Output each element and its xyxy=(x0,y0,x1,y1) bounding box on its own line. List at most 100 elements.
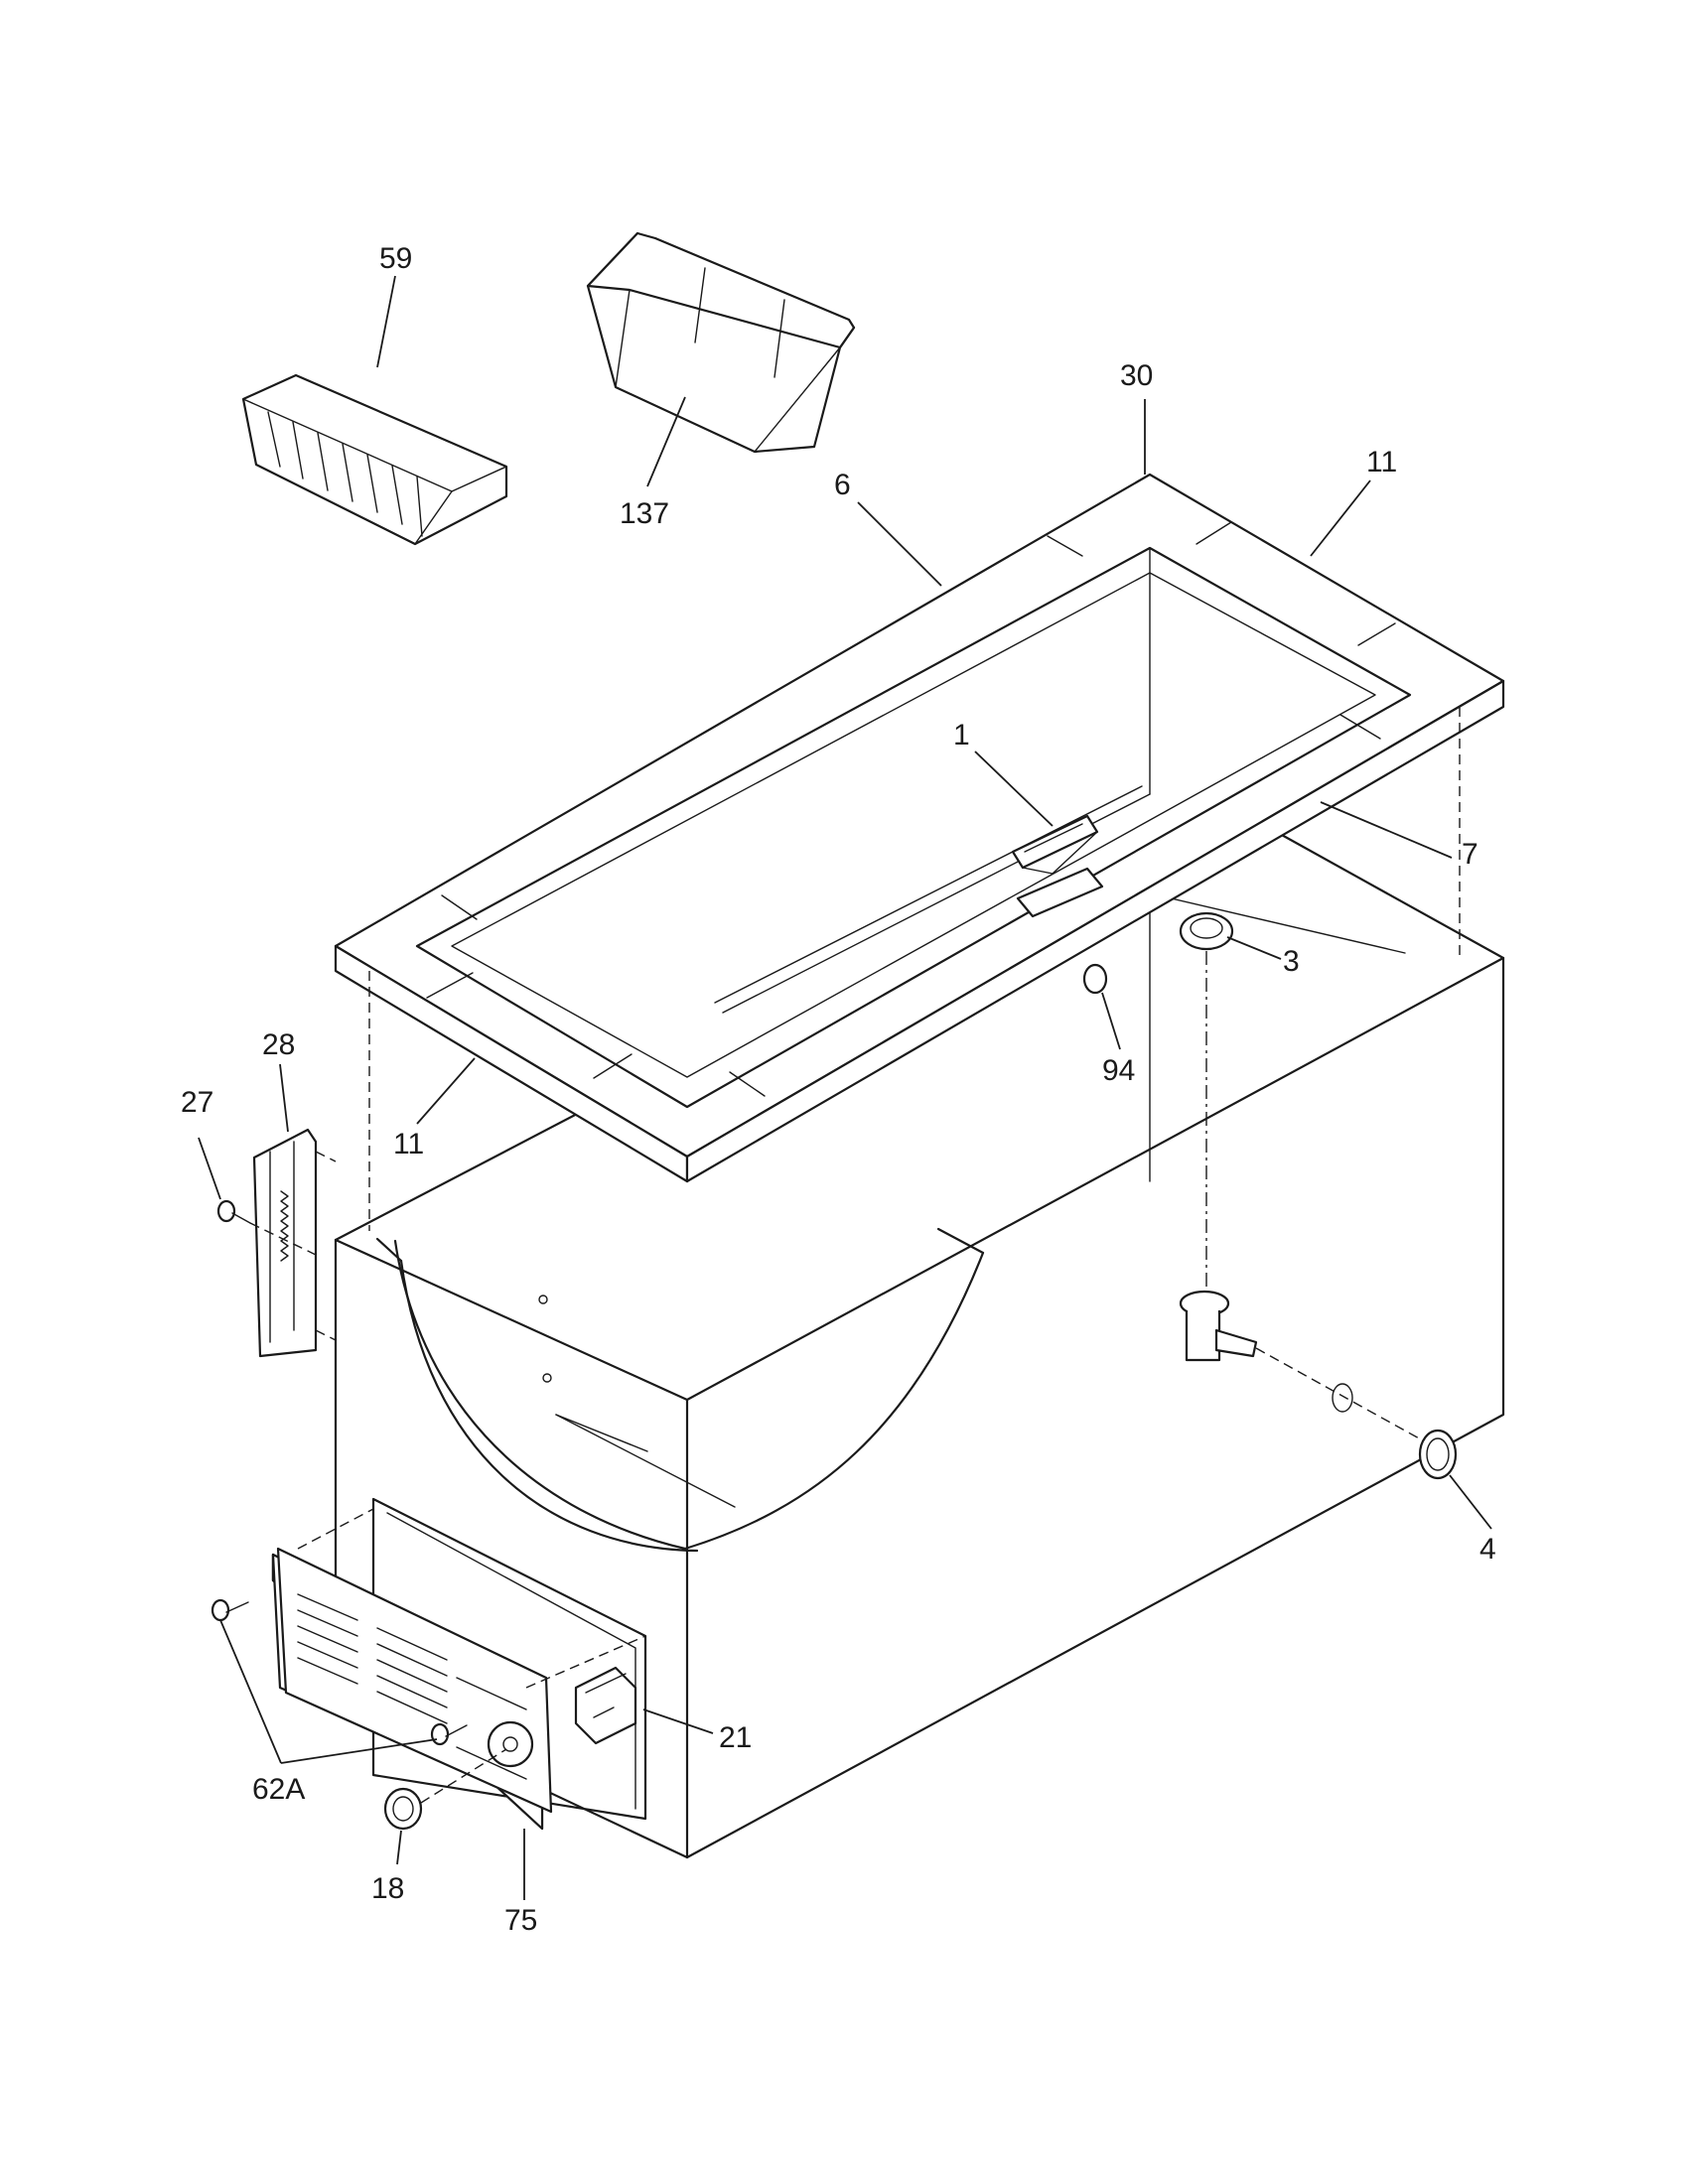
center-divider xyxy=(714,785,1143,1004)
callout-27: 27 xyxy=(181,1086,213,1119)
callout-62A: 62A xyxy=(252,1773,305,1806)
grille-knob-plate xyxy=(487,1720,534,1768)
leader-18 xyxy=(396,1830,402,1865)
part-1-light xyxy=(1011,814,1104,918)
strip-joint xyxy=(1357,622,1396,646)
part-18-knob xyxy=(383,1748,507,1831)
leader-6 xyxy=(857,501,942,587)
bin-ribs xyxy=(694,267,785,378)
cutaway-floor-line xyxy=(555,1414,736,1508)
leader-137 xyxy=(646,396,686,487)
basket-body xyxy=(241,373,508,546)
basket-bottom xyxy=(255,464,416,545)
callout-labels: 59 137 30 6 11 1 7 3 94 28 27 11 4 21 62… xyxy=(181,242,1496,1937)
callout-28: 28 xyxy=(262,1028,295,1061)
bin-edge xyxy=(615,289,631,388)
callout-59: 59 xyxy=(379,242,412,275)
grille-mount-line xyxy=(525,1635,646,1689)
strip-joint xyxy=(729,1071,766,1097)
leader-1 xyxy=(974,751,1054,827)
strip-joint xyxy=(441,894,478,920)
grille-panel-front xyxy=(276,1547,553,1814)
strip-joint xyxy=(426,972,474,999)
part-3-drain-plug xyxy=(1179,911,1234,1291)
strip-joint xyxy=(1047,535,1083,557)
callout-75: 75 xyxy=(504,1904,537,1937)
cutaway-top-right xyxy=(936,1227,985,1255)
drain-hole xyxy=(1332,1383,1353,1413)
part-28-hinge xyxy=(252,1128,337,1358)
knob-axis xyxy=(420,1748,507,1804)
strip-joint xyxy=(1196,521,1232,545)
frame-side-edge xyxy=(685,679,1505,1183)
leader-3 xyxy=(1226,936,1282,960)
drain-tube-body xyxy=(1185,1310,1221,1362)
callout-1: 1 xyxy=(953,719,970,751)
callout-11-top: 11 xyxy=(1366,446,1397,478)
frame-inner-opening xyxy=(415,546,1412,1109)
part-27-screw xyxy=(216,1199,317,1256)
cabinet-side-face xyxy=(685,956,1505,1859)
drain-axis-dash xyxy=(1255,1347,1431,1445)
leader-lines xyxy=(198,275,1492,1900)
grille-slots xyxy=(456,1677,527,1780)
leader-11b xyxy=(416,1057,476,1125)
screw-shaft xyxy=(225,1601,249,1613)
hinge-mount-line xyxy=(315,1151,337,1162)
callout-7: 7 xyxy=(1462,838,1478,871)
callout-6: 6 xyxy=(834,469,851,501)
screw-shaft xyxy=(231,1212,251,1224)
cabinet-top-left-edge xyxy=(334,1098,606,1242)
screw-hole xyxy=(542,1373,552,1383)
leader-7 xyxy=(1320,801,1453,859)
thermostat-detail xyxy=(585,1673,627,1718)
basket-corner xyxy=(414,490,453,545)
compressor-inner xyxy=(386,1512,636,1810)
strip-joint xyxy=(1339,714,1381,740)
breaker-frame xyxy=(334,473,1505,1183)
screw-head xyxy=(430,1722,450,1746)
drain-cap-outer xyxy=(1418,1429,1458,1480)
light-body xyxy=(1012,831,1098,875)
callout-11-bottom: 11 xyxy=(393,1128,424,1160)
callout-4: 4 xyxy=(1479,1533,1496,1566)
screw-shaft xyxy=(445,1724,468,1737)
knob-outer xyxy=(383,1787,423,1831)
part-75-grille xyxy=(271,1508,646,1831)
leader-28 xyxy=(279,1063,289,1133)
leader-27 xyxy=(198,1137,221,1200)
grille-slots xyxy=(297,1593,358,1685)
thermostat-body xyxy=(574,1666,637,1745)
hinge-mount-line xyxy=(315,1329,337,1341)
strip-joint xyxy=(593,1053,633,1079)
callout-137: 137 xyxy=(620,497,669,530)
drain-tube xyxy=(1179,1290,1431,1445)
grille-slots xyxy=(376,1627,448,1724)
light-detail xyxy=(1024,823,1083,853)
callout-30: 30 xyxy=(1120,359,1153,392)
screw-head xyxy=(216,1199,236,1223)
cutaway-curve xyxy=(393,1239,985,1551)
grille-knob-hole xyxy=(502,1736,518,1752)
knob-inner xyxy=(392,1796,414,1822)
leader-11a xyxy=(1310,479,1371,557)
part-59-basket xyxy=(241,373,508,546)
callout-18: 18 xyxy=(371,1872,404,1905)
part-4-drain-cap xyxy=(1418,1429,1458,1480)
cabinet-inner-edge xyxy=(1149,892,1406,954)
light-bracket xyxy=(1016,867,1104,918)
part-21-thermostat xyxy=(574,1666,637,1745)
cutaway-inner-curve xyxy=(399,1259,699,1553)
screw-head xyxy=(211,1598,230,1622)
bin-edge xyxy=(754,346,841,453)
part-137-bin xyxy=(586,231,856,454)
callout-21: 21 xyxy=(719,1721,752,1754)
drain-cap-inner xyxy=(1426,1437,1450,1471)
cutaway-floor-edge xyxy=(555,1414,648,1452)
callout-3: 3 xyxy=(1283,945,1300,978)
leader-62A xyxy=(219,1619,282,1764)
grille-mount-line xyxy=(297,1508,374,1550)
leader-4 xyxy=(1449,1474,1492,1530)
cutaway-top-left xyxy=(375,1237,403,1263)
